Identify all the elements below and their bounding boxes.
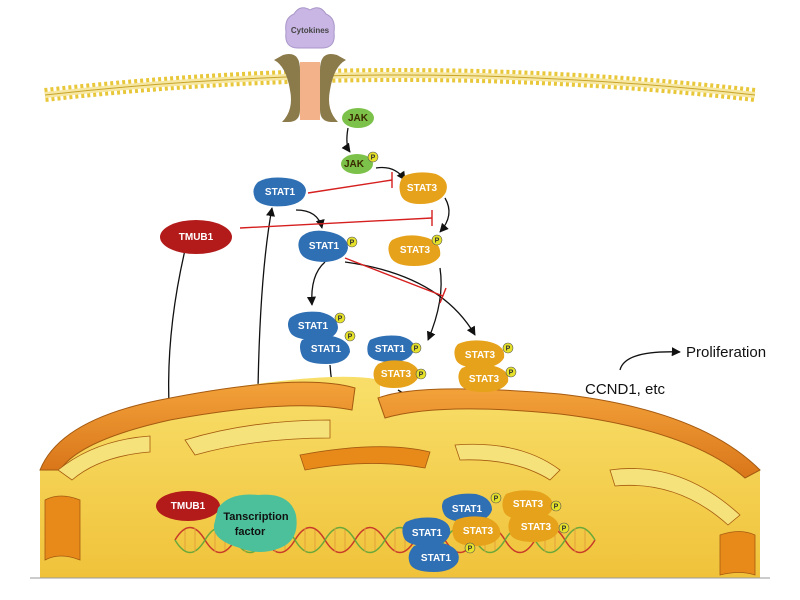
svg-text:STAT1: STAT1 (375, 344, 406, 355)
phospho-icon (415, 368, 427, 380)
svg-text:STAT3: STAT3 (469, 374, 500, 385)
stat3-dimer: STAT3 P STAT3 P (454, 340, 517, 392)
svg-text:P: P (554, 504, 559, 511)
tmub1-label: TMUB1 (179, 232, 214, 243)
svg-text:P: P (338, 316, 343, 323)
svg-text:STAT3: STAT3 (521, 522, 552, 533)
ccnd1-label: CCND1, etc (585, 381, 666, 398)
tmub1-nuclear-label: TMUB1 (171, 501, 206, 512)
svg-text:STAT1: STAT1 (452, 504, 483, 515)
jak-p-label: JAK (344, 159, 365, 170)
cytokine-receptor (274, 54, 346, 122)
stat1-phospho-node: STAT1 P (298, 230, 358, 262)
stat1-stat3-heterodimer: STAT1 P STAT3 P (367, 335, 427, 388)
svg-text:STAT3: STAT3 (463, 526, 494, 537)
transcription-factor: Tanscription factor (213, 494, 297, 552)
cytokines-label: Cytokines (291, 26, 330, 35)
inhibition-lines (239, 172, 447, 304)
svg-text:P: P (562, 526, 567, 533)
phospho-icon (344, 330, 356, 342)
phospho-icon (431, 234, 443, 246)
svg-text:P: P (419, 372, 424, 379)
stat1-label: STAT1 (265, 187, 296, 198)
phospho-icon (464, 542, 476, 554)
phospho-icon (367, 151, 379, 163)
stat1-dimer: STAT1 P STAT1 P (288, 311, 356, 364)
phospho-icon (334, 312, 346, 324)
jak-label: JAK (348, 113, 369, 124)
cytokines-ligand: Cytokines (285, 7, 335, 49)
tf-label-line2: factor (235, 526, 266, 538)
jak-phosphorylated-node: JAK P (341, 151, 379, 174)
tf-label-line1: Tanscription (223, 511, 288, 523)
cell-membrane (44, 68, 756, 102)
svg-text:STAT1: STAT1 (311, 344, 342, 355)
svg-text:P: P (435, 238, 440, 245)
nuclear-stat-cluster: STAT1 P STAT3 P STAT3 P STAT1 STAT3 P ST… (402, 490, 570, 572)
phospho-icon (550, 500, 562, 512)
nucleus (39, 376, 761, 578)
svg-text:P: P (494, 496, 499, 503)
stat1-node: STAT1 (253, 177, 306, 207)
phospho-icon (502, 342, 514, 354)
svg-text:P: P (468, 546, 473, 553)
stat3-phospho-node: STAT3 P (388, 234, 443, 266)
svg-text:P: P (506, 346, 511, 353)
stat1-p-label: STAT1 (309, 241, 340, 252)
phospho-icon (490, 492, 502, 504)
svg-text:STAT3: STAT3 (465, 350, 496, 361)
svg-text:P: P (414, 346, 419, 353)
tmub1-nuclear-node: TMUB1 (156, 491, 220, 521)
svg-text:P: P (509, 370, 514, 377)
phospho-icon (505, 366, 517, 378)
svg-text:STAT1: STAT1 (298, 321, 329, 332)
stat3-label: STAT3 (407, 183, 438, 194)
svg-text:P: P (350, 240, 355, 247)
svg-text:P: P (371, 155, 376, 162)
svg-text:STAT1: STAT1 (412, 528, 443, 539)
svg-text:P: P (348, 334, 353, 341)
tmub1-node: TMUB1 (160, 220, 232, 254)
svg-text:STAT1: STAT1 (421, 553, 452, 564)
phospho-icon (410, 342, 422, 354)
stat3-p-label: STAT3 (400, 245, 431, 256)
svg-text:STAT3: STAT3 (381, 369, 412, 380)
svg-text:STAT3: STAT3 (513, 499, 544, 510)
jak-node: JAK (342, 108, 374, 128)
phospho-icon (346, 236, 358, 248)
proliferation-label: Proliferation (686, 344, 766, 361)
phospho-icon (558, 522, 570, 534)
stat3-node: STAT3 (399, 172, 447, 204)
